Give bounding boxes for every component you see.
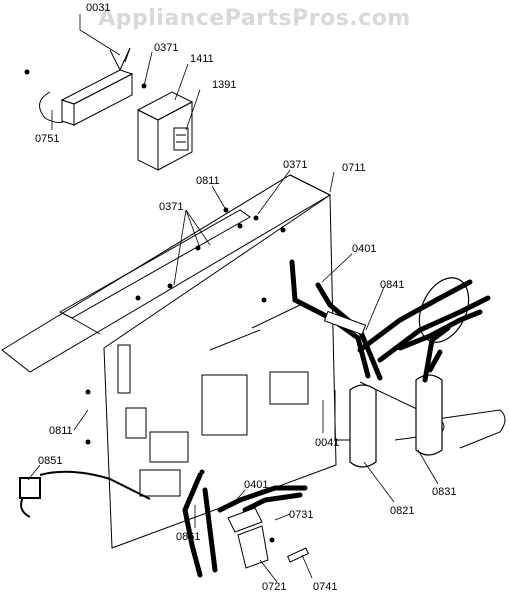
callout-0371-left: 0371 [159, 201, 183, 213]
power-cord-0851 [19, 470, 151, 518]
wire-harness-0861 [182, 472, 308, 578]
callout-0811-left: 0811 [49, 425, 73, 437]
bracket-0751 [39, 47, 134, 126]
callout-0401-upper: 0401 [352, 243, 376, 255]
leader-lines [27, 14, 439, 583]
callout-0741: 0741 [313, 581, 337, 593]
callout-labels: 0031 0371 1411 1391 0751 0371 0711 0811 … [35, 2, 456, 593]
wire-connector-0401 [323, 310, 367, 336]
control-panel-0711 [1, 174, 337, 549]
connector-block-0721 [227, 507, 269, 569]
callout-0831: 0831 [432, 486, 456, 498]
callout-0751: 0751 [35, 133, 59, 145]
callout-0731: 0731 [289, 509, 313, 521]
callout-0401-lower: 0401 [244, 479, 268, 491]
callout-0841: 0841 [380, 279, 404, 291]
terminal-0741 [287, 547, 309, 563]
callout-0031: 0031 [86, 2, 110, 14]
capacitor-0821 [349, 374, 443, 468]
callout-1411: 1411 [190, 53, 214, 65]
callout-0371-top: 0371 [154, 42, 178, 54]
relay-1411 [136, 91, 194, 171]
callout-1391: 1391 [212, 79, 236, 91]
callout-0821: 0821 [390, 505, 414, 517]
callout-0861: 0861 [176, 531, 200, 543]
callout-0711: 0711 [342, 162, 366, 174]
callout-0811-top: 0811 [196, 175, 220, 187]
callout-0851: 0851 [38, 455, 62, 467]
callout-0371-mid: 0371 [283, 159, 307, 171]
callout-0721: 0721 [262, 581, 286, 593]
wire-loop [418, 277, 470, 343]
callout-0041: 0041 [315, 437, 339, 449]
